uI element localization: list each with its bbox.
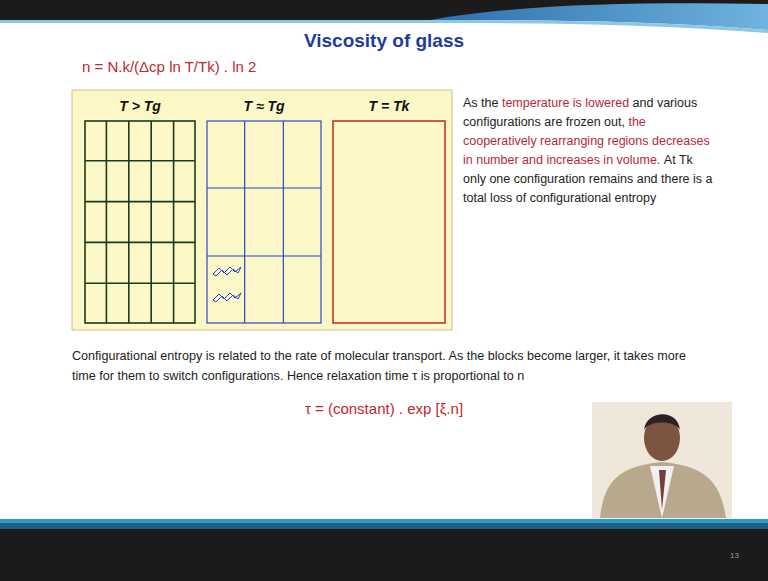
presenter-head [644,415,680,461]
formula: τ = (constant) . exp [ξ.n] [0,400,768,417]
grid-line [207,187,321,188]
box-outline [333,121,445,323]
presenter-jacket [600,462,726,518]
grid-box: T > Tg [84,120,196,324]
grid-line [85,160,195,162]
bottom-line [0,519,768,523]
top-wave [430,3,768,30]
presenter-hair [644,414,680,430]
paragraph-text: As the [463,96,498,110]
grid-line [150,121,152,323]
grid-line [85,201,195,203]
molecule-squiggle [213,293,241,302]
highlight-text: temperature is lowered [502,96,629,110]
bottom-band [0,523,768,529]
condition-label: T ≈ Tg [206,98,322,114]
molecule-squiggle [213,267,241,276]
condition-label: T = Tk [332,98,446,114]
page-number: 13 [730,551,739,560]
grid-line [283,121,284,323]
condition-label: T > Tg [84,98,196,114]
grid-drawing [84,120,196,324]
grid-line [85,242,195,244]
grid-line [244,121,245,323]
explanation-text: As thetemperature is loweredand various … [463,94,718,208]
grid-box: T ≈ Tg [206,120,322,324]
grid-line [106,121,108,323]
slide-title: Viscosity of glass [0,30,768,52]
box-outline [207,121,321,323]
presenter-shirt [650,466,674,518]
grid-drawing [332,120,446,324]
formula: n = N.k/(Δcp ln T/Tk) . ln 2 [82,58,256,75]
grid-line [207,255,321,256]
grid-line [85,282,195,284]
presenter-tie [659,470,666,510]
figure-panel [72,90,452,330]
single-box: T = Tk [332,120,446,324]
body-text: Configurational entropy is related to th… [72,346,712,386]
grid-drawing [206,120,322,324]
presenter-frame [592,402,732,518]
grid-line [173,121,175,323]
box-outline [85,121,195,323]
grid-line [128,121,130,323]
bottom-bar [0,529,768,581]
